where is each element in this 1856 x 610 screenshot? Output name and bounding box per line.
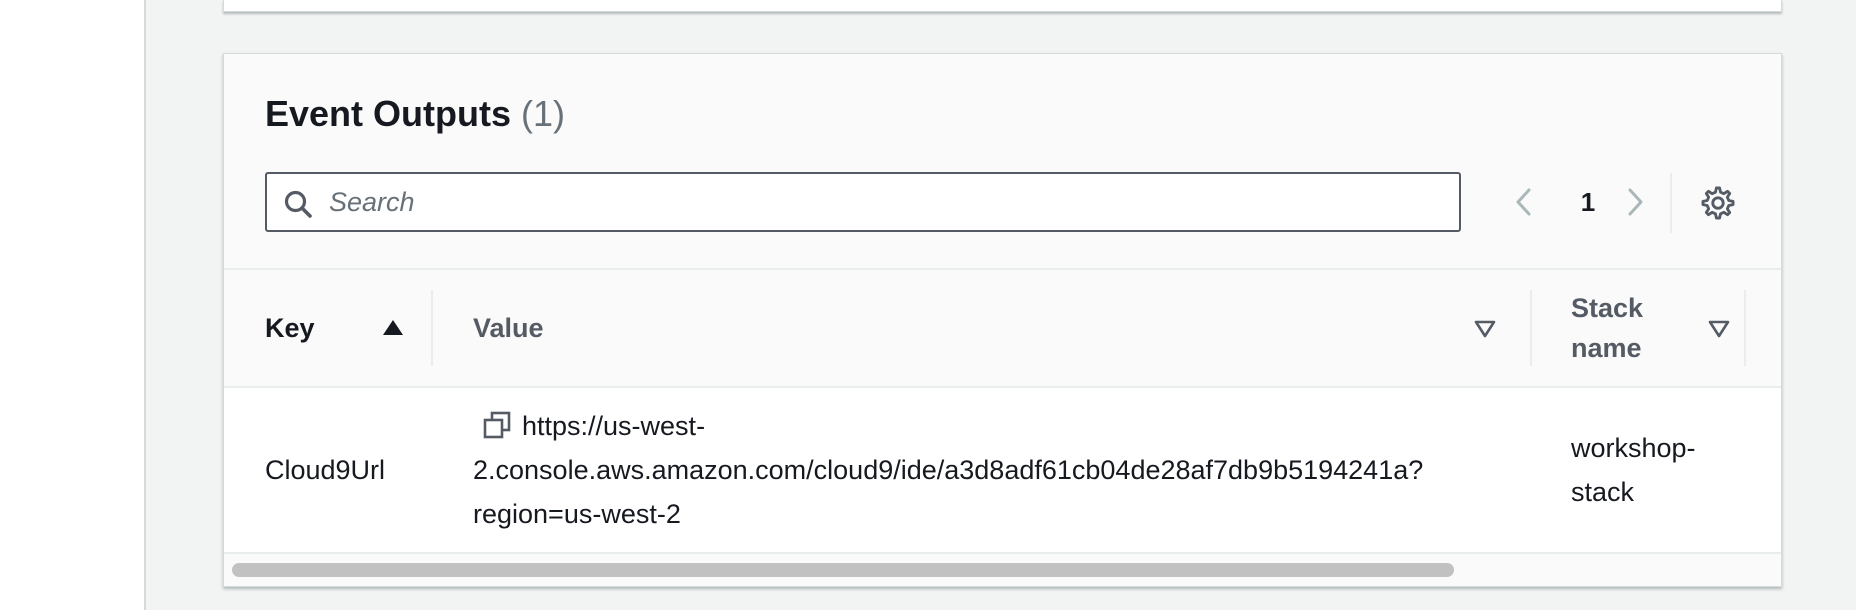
column-header-value[interactable]: Value: [434, 270, 1534, 386]
column-header-stack-name[interactable]: Stack name: [1534, 270, 1744, 386]
gear-icon[interactable]: [1699, 184, 1737, 222]
column-header-key[interactable]: Key: [224, 270, 434, 386]
pagination-divider: [1670, 173, 1672, 233]
sort-unsorted-icon: [1708, 320, 1730, 338]
sort-ascending-icon: [383, 320, 403, 335]
panel-title: Event Outputs (1): [265, 92, 565, 136]
search-box[interactable]: [265, 172, 1461, 232]
pagination-current-page[interactable]: 1: [1580, 187, 1596, 217]
search-input[interactable]: [329, 174, 1439, 230]
column-resizer[interactable]: [1744, 290, 1746, 366]
event-outputs-panel: Event Outputs (1) 1 Key Value: [223, 53, 1782, 587]
cell-value-text: https://us-west-2.console.aws.amazon.com…: [473, 411, 1424, 529]
column-header-label: Key: [265, 313, 315, 343]
column-header-label: Value: [473, 313, 544, 343]
chevron-right-icon[interactable]: [1616, 184, 1652, 220]
sort-unsorted-icon: [1474, 320, 1496, 338]
side-navigation-area: [0, 0, 146, 610]
table-row: Cloud9Url https://us-west-2.console.aws.…: [224, 388, 1781, 554]
panel-item-count: (1): [521, 93, 566, 134]
scrollbar-thumb[interactable]: [232, 563, 1454, 577]
cell-stack-name: workshop-stack: [1571, 433, 1696, 507]
column-header-label: Stack name: [1571, 293, 1644, 363]
outputs-table: Key Value Stack name C: [224, 268, 1781, 586]
table-header: Key Value Stack name: [224, 270, 1781, 388]
previous-panel: [223, 0, 1782, 12]
cell-key: Cloud9Url: [265, 455, 386, 485]
column-resizer[interactable]: [431, 290, 433, 366]
copy-icon[interactable]: [482, 410, 512, 440]
chevron-left-icon[interactable]: [1507, 184, 1543, 220]
cell-value: https://us-west-2.console.aws.amazon.com…: [473, 404, 1533, 536]
horizontal-scrollbar[interactable]: [224, 556, 1781, 586]
column-resizer[interactable]: [1530, 290, 1532, 366]
search-icon: [284, 190, 312, 218]
panel-title-text: Event Outputs: [265, 93, 512, 134]
